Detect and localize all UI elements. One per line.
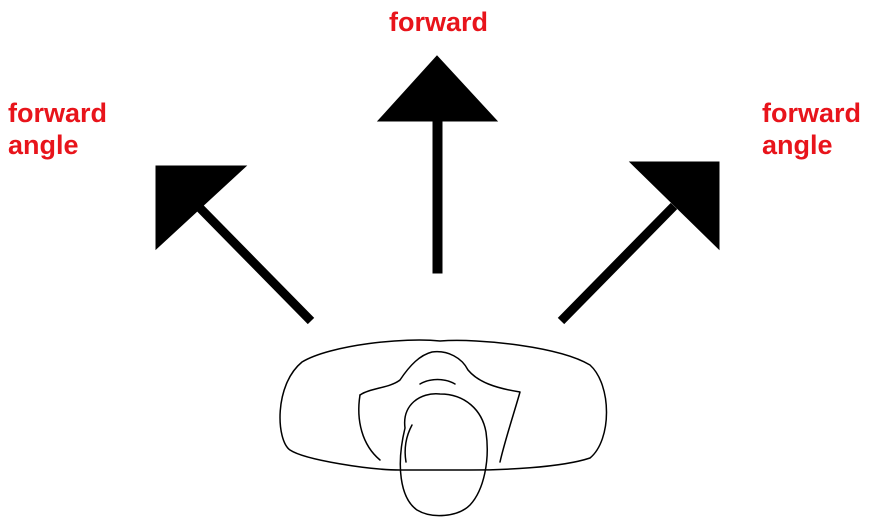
collar-left-outline [359, 395, 380, 460]
head-outline [400, 394, 487, 516]
person-top-view-icon [280, 340, 606, 516]
ear-inner-line [405, 425, 412, 462]
shoulders-outline [280, 340, 606, 470]
arrow-up-right-icon [561, 162, 719, 321]
arrow-up-left-icon [156, 166, 311, 321]
arrow-up-icon [378, 56, 497, 273]
neck-line [420, 380, 455, 385]
collar-outline [360, 352, 520, 462]
